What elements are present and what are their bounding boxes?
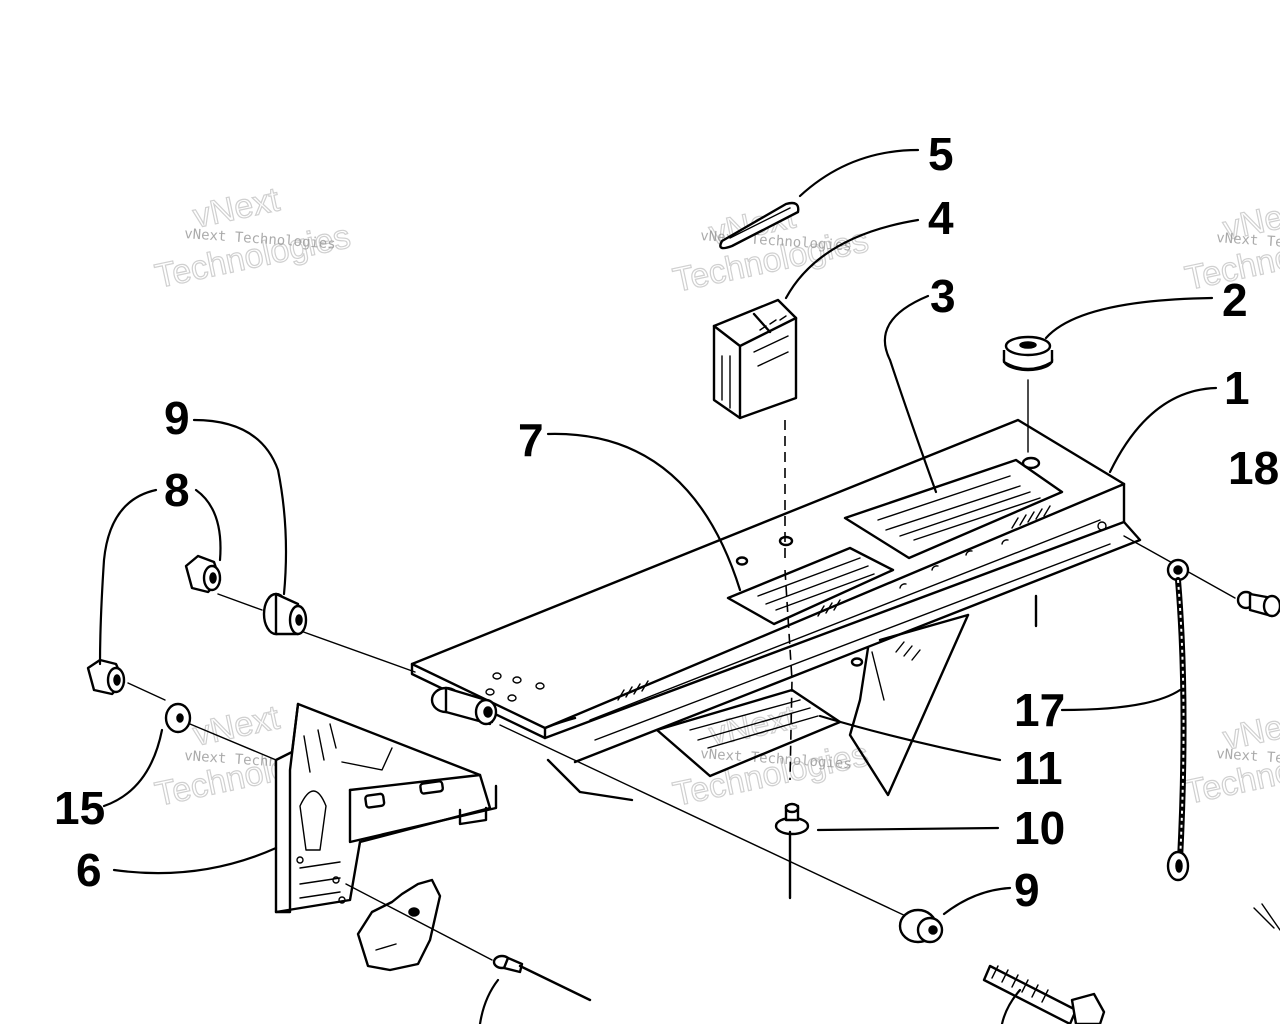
callout-15: 15	[54, 782, 105, 834]
decal-3	[843, 458, 1064, 560]
part-6-bracket	[274, 702, 498, 914]
axis-line	[297, 629, 416, 673]
right-fastener	[1236, 590, 1280, 618]
callout-17: 17	[1014, 684, 1065, 736]
watermark-group-6: vNext Technologies vNext Te	[1181, 702, 1280, 813]
partial-part	[1253, 903, 1280, 931]
part-15-washer	[164, 702, 192, 734]
part-9-bushing-upper	[262, 592, 308, 636]
spacer-tube	[430, 686, 498, 726]
part-10-fastener	[774, 802, 810, 900]
assembly-axis	[784, 420, 793, 781]
callout-10: 10	[1014, 802, 1065, 854]
plate-hole	[778, 535, 794, 547]
axis-line	[499, 724, 911, 919]
part-17-strap	[1166, 558, 1190, 882]
watermark-group-1: vNext Technologies vNext Technologies	[151, 180, 354, 297]
plate-hole	[1021, 456, 1041, 470]
callout-8-upper: 8	[164, 464, 190, 516]
callout-5: 5	[928, 128, 954, 180]
callout-2: 2	[1222, 274, 1248, 326]
part-8-nut-upper	[184, 554, 222, 594]
axis-line	[345, 883, 493, 961]
decal-7	[726, 546, 895, 626]
part-5	[719, 201, 800, 250]
callout-4: 4	[928, 192, 954, 244]
part-8-nut-lower	[86, 658, 126, 696]
part-2	[1002, 335, 1054, 372]
axis-line	[127, 682, 166, 701]
leader-lines	[98, 148, 1218, 1024]
callout-7: 7	[518, 414, 544, 466]
watermark-group-5: vNext Technologies vNext Technologies	[669, 698, 872, 815]
callout-6: 6	[76, 844, 102, 896]
callout-1: 1	[1224, 362, 1250, 414]
callout-18: 18	[1228, 442, 1279, 494]
watermark-big-text: vNext	[190, 698, 283, 753]
rivet	[492, 954, 592, 1002]
callout-9-lower: 9	[1014, 864, 1040, 916]
part-9-bushing-lower	[898, 908, 944, 944]
plate-hole	[1097, 521, 1107, 531]
main-plate	[410, 418, 1142, 802]
callouts: 5 4 3 2 1 18 7 9 8 15 6 17 11 10 9	[54, 128, 1279, 916]
watermark-big-text: Technologies	[152, 217, 354, 295]
part-4	[712, 298, 798, 420]
gear-plate	[356, 878, 442, 972]
callout-3: 3	[930, 270, 956, 322]
callout-11: 11	[1014, 742, 1063, 794]
callout-9-upper: 9	[164, 392, 190, 444]
watermark-small-text: vNext Te	[1216, 746, 1280, 767]
watermark-small-text: vNext Te	[1216, 230, 1280, 251]
long-bolt	[982, 964, 1106, 1024]
